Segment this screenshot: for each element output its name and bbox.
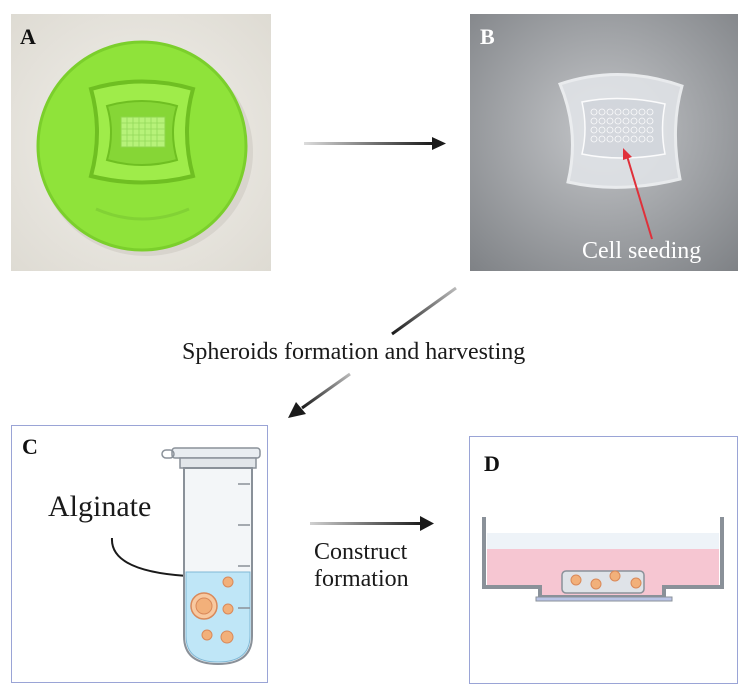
cell-seeding-label: Cell seeding xyxy=(582,238,702,264)
agarose-mold-image xyxy=(470,14,738,271)
construct-disc xyxy=(561,570,645,594)
harvest-step-label: Spheroids formation and harvesting xyxy=(182,339,526,365)
alginate-leader-line xyxy=(110,537,188,577)
panel-d: D xyxy=(469,436,738,684)
culture-well-illustration xyxy=(482,517,724,602)
alginate-fill xyxy=(185,571,251,663)
construct-spheroids xyxy=(570,570,642,590)
tube-illustration xyxy=(110,447,261,666)
tube-cap xyxy=(171,447,261,459)
construct-step-label-line2: formation xyxy=(314,566,409,592)
panel-c-letter: C xyxy=(22,434,38,459)
panel-a-letter: A xyxy=(20,24,36,49)
arrow-b-to-c xyxy=(288,286,457,418)
panel-b-letter: B xyxy=(480,24,495,49)
arrow-a-to-b xyxy=(304,137,446,150)
construct-step-label-line1: Construct xyxy=(314,539,408,565)
alginate-label: Alginate xyxy=(48,490,152,523)
panel-d-letter: D xyxy=(484,451,500,476)
panel-c: C Alginate xyxy=(11,425,268,683)
red-pointer-line xyxy=(626,155,653,240)
panel-a-photo: A xyxy=(11,14,271,271)
red-pointer-arrowhead xyxy=(623,148,632,160)
panel-b-photo: B Cell seeding xyxy=(470,14,738,271)
arrow-c-to-d xyxy=(310,516,434,531)
spheroids xyxy=(190,576,234,644)
green-mold-image xyxy=(11,14,271,271)
